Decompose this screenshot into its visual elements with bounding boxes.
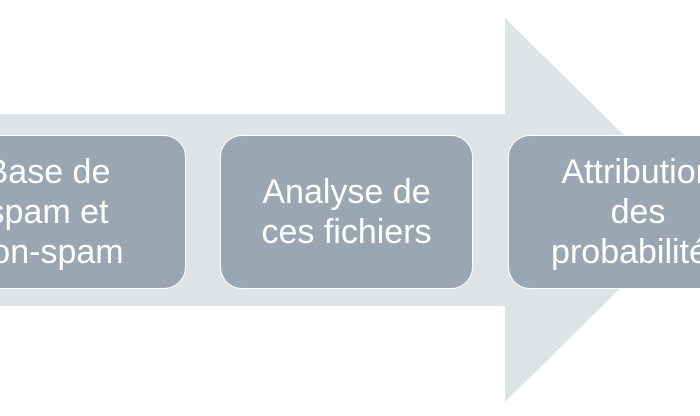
step-box-2: Analyse de ces fichiers <box>220 135 473 289</box>
step-box-3: Attribution des probabilités <box>508 135 700 289</box>
step-box-1: Base de spam et non-spam <box>0 135 186 289</box>
